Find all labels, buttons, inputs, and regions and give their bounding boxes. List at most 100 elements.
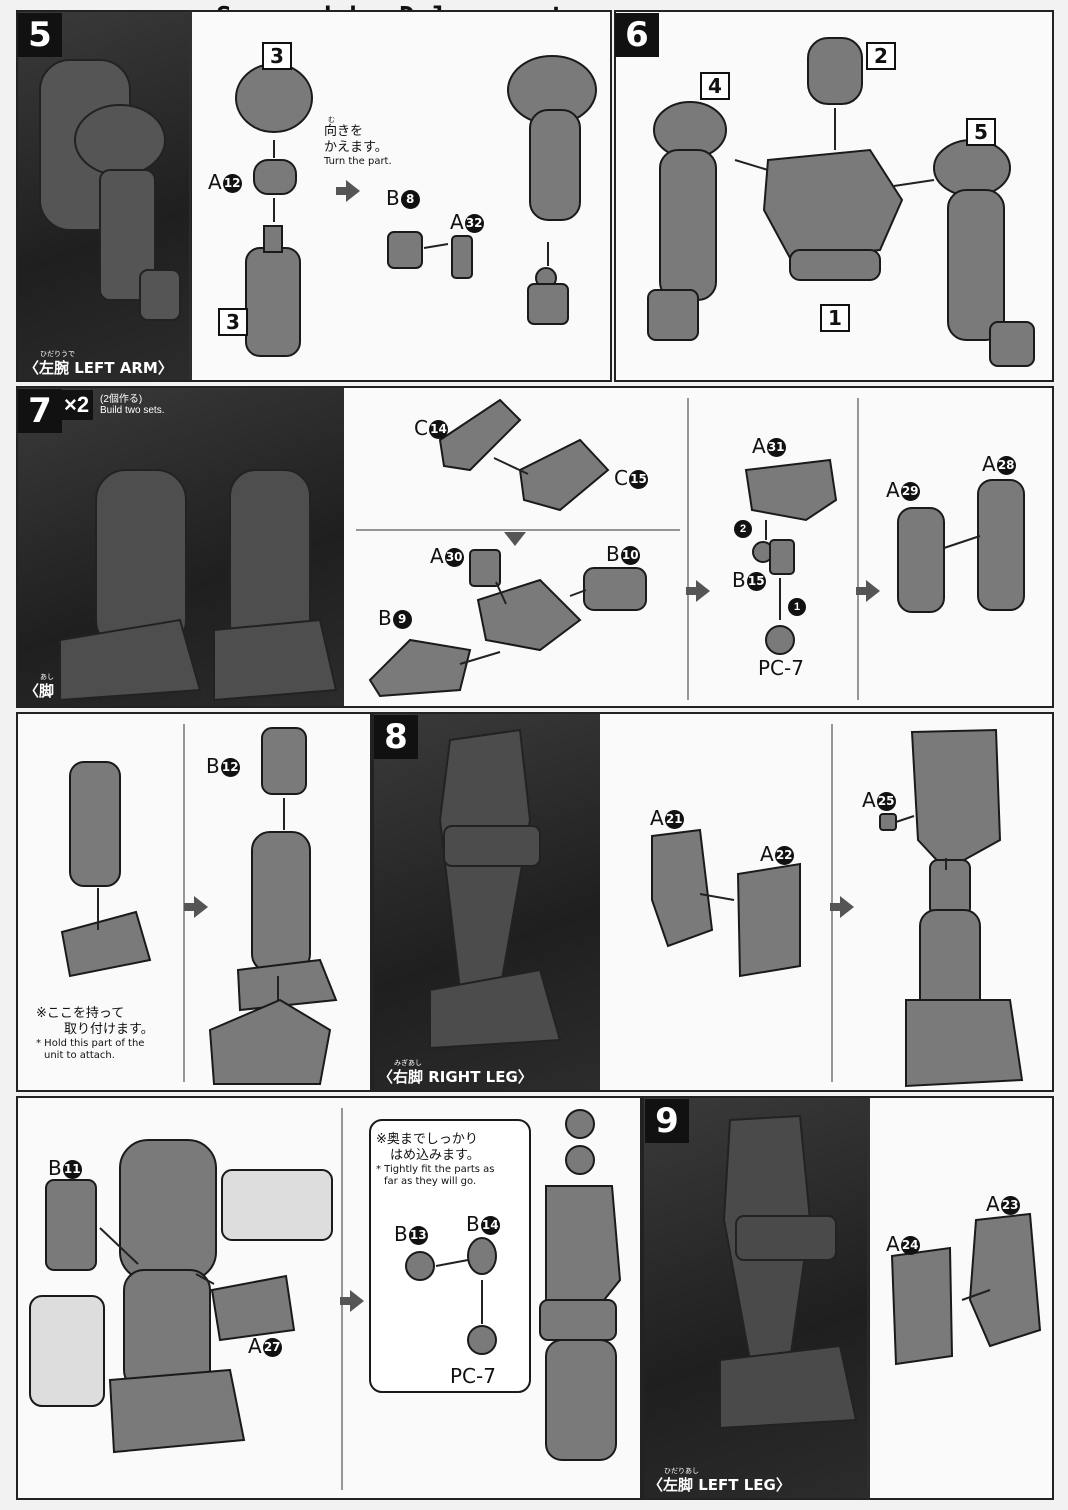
part-a12 (253, 159, 297, 195)
part-a24 (890, 1246, 954, 1366)
leg-knee-assembly (119, 1139, 217, 1281)
step7-caption-ruby: あし (40, 673, 54, 681)
knee-piece (60, 910, 152, 978)
part-a29 (897, 507, 945, 613)
note-fit-jp1: ※奥までしっかり (376, 1132, 478, 1147)
flow-arrow-3 (856, 580, 880, 602)
step5-caption-text: 〈左腕 LEFT ARM〉 (24, 359, 173, 377)
foot-assembly (476, 578, 582, 652)
note-fit-parts: ※奥までしっかり はめ込みます。 * Tightly fit the parts… (376, 1132, 494, 1188)
step7-count-badge: ×2 (60, 390, 94, 420)
step5-caption: ひだりうで 〈左腕 LEFT ARM〉 (24, 349, 173, 378)
flow-arrow-down (504, 532, 526, 546)
part-a27 (210, 1274, 296, 1342)
part-b10 (583, 567, 647, 611)
note-fit-en1: * Tightly fit the parts as (376, 1164, 495, 1175)
part-b9 (368, 638, 472, 698)
step8-caption-text: 〈右脚 RIGHT LEG〉 (378, 1068, 533, 1086)
note-turn-jp1: 向きを (324, 124, 364, 139)
note-turn-en: Turn the part. (324, 156, 392, 167)
order-mark-2: 2 (734, 520, 752, 538)
note-turn-part: む 向きを かえます。 Turn the part. (324, 116, 392, 168)
assembly-label-5: 5 (966, 118, 996, 146)
part-b13 (405, 1251, 435, 1281)
note-fit-en2: far as they will go. (384, 1176, 477, 1187)
leg-assembly (251, 831, 311, 973)
part-c14 (438, 398, 522, 472)
assembly-label-2: 2 (866, 42, 896, 70)
step9-number: 9 (645, 1099, 689, 1143)
part-b15 (769, 539, 795, 575)
step7-number: 7 (18, 389, 62, 433)
part-a32 (451, 235, 473, 279)
step9-caption-ruby: ひだりあし (664, 1467, 699, 1475)
step8-caption-ruby: みぎあし (394, 1059, 422, 1067)
flow-arrow-1 (336, 180, 360, 202)
note-hold-jp1: ※ここを持って (36, 1006, 125, 1021)
note-hold-en1: * Hold this part of the (36, 1038, 145, 1049)
flow-arrow-4 (184, 896, 208, 918)
part-c15 (518, 438, 610, 512)
step6-number: 6 (615, 13, 659, 57)
step9-caption-text: 〈左脚 LEFT LEG〉 (648, 1476, 791, 1494)
flow-arrow-5 (830, 896, 854, 918)
detail-frame (369, 1119, 531, 1393)
assembly-label-3-top: 3 (262, 42, 292, 70)
part-a22 (736, 862, 801, 978)
part-a23 (968, 1212, 1042, 1348)
part-a31 (744, 458, 838, 522)
part-b14 (467, 1237, 497, 1275)
shin-armor (910, 728, 1002, 872)
step5-number: 5 (18, 13, 62, 57)
assembly-label-3-bottom: 3 (218, 308, 248, 336)
part-a30 (469, 549, 501, 587)
step5-photo-silhouette (39, 59, 181, 321)
shoulder-part-3 (235, 63, 313, 133)
label-pc7-b: PC-7 (450, 1364, 496, 1388)
zoom-detail (221, 1169, 333, 1241)
detail-b11 (29, 1295, 105, 1407)
step8-number: 8 (374, 715, 418, 759)
step9-caption: ひだりあし 〈左脚 LEFT LEG〉 (648, 1466, 791, 1495)
step7-photo-silhouette (59, 469, 338, 702)
step8-caption: みぎあし 〈右脚 RIGHT LEG〉 (378, 1058, 533, 1087)
flow-arrow-6 (340, 1290, 364, 1312)
step7-count-en: Build two sets. (100, 405, 165, 416)
assembly-label-4: 4 (700, 72, 730, 100)
step7-count-note: (2個作る) Build two sets. (100, 394, 164, 416)
label-pc7-a: PC-7 (758, 656, 804, 680)
hand-part (527, 283, 569, 325)
assembly-label-1: 1 (820, 304, 850, 332)
part-b11 (45, 1179, 97, 1271)
order-mark-1: 1 (788, 598, 806, 616)
note-hold-en2: unit to attach. (44, 1050, 115, 1061)
polycap-pc7-b (467, 1325, 497, 1355)
note-hold-jp2: 取り付けます。 (64, 1022, 154, 1037)
flow-arrow-2 (686, 580, 710, 602)
step9-photo-silhouette (719, 1114, 858, 1430)
note-fit-jp2: はめ込みます。 (390, 1148, 480, 1163)
part-b12 (261, 727, 307, 795)
arm-part-5 (933, 139, 1011, 197)
